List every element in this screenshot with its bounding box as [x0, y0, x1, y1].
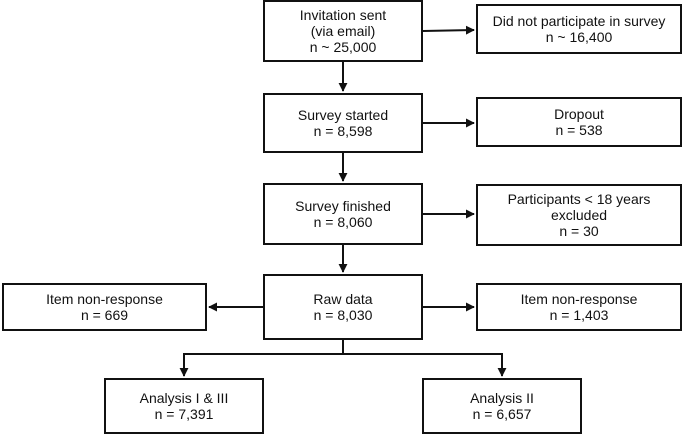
node-line: n = 8,598	[313, 123, 373, 139]
node-line: n = 8,060	[313, 214, 373, 230]
arrow-invitation-to-not-participate	[422, 25, 475, 35]
node-line: Analysis I & III	[139, 390, 229, 406]
node-item-nonresponse-left: Item non-response n = 669	[2, 283, 207, 331]
node-line: Item non-response	[520, 291, 638, 307]
node-line: n = 8,030	[313, 307, 373, 323]
node-line: n = 538	[555, 122, 603, 138]
node-invitation-sent: Invitation sent (via email) n ~ 25,000	[263, 0, 423, 62]
node-line: n ~ 25,000	[309, 39, 377, 55]
node-raw-data: Raw data n = 8,030	[263, 274, 423, 340]
node-participants-under-18: Participants < 18 years excluded n = 30	[476, 184, 682, 246]
node-line: Survey finished	[295, 198, 391, 214]
node-survey-finished: Survey finished n = 8,060	[263, 183, 423, 245]
node-dropout: Dropout n = 538	[476, 97, 682, 147]
node-survey-started: Survey started n = 8,598	[263, 93, 423, 153]
node-line: n = 30	[559, 223, 599, 239]
node-line: n ~ 16,400	[545, 29, 613, 45]
node-line: Survey started	[297, 107, 389, 123]
node-line: (via email)	[310, 23, 376, 39]
node-line: Did not participate in survey	[492, 13, 666, 29]
node-analysis-2: Analysis II n = 6,657	[422, 378, 582, 434]
node-did-not-participate: Did not participate in survey n ~ 16,400	[476, 4, 682, 54]
node-line: Raw data	[313, 291, 373, 307]
node-item-nonresponse-right: Item non-response n = 1,403	[476, 283, 682, 331]
node-line: Invitation sent	[299, 7, 387, 23]
node-line: Item non-response	[46, 291, 163, 307]
node-analysis-1-3: Analysis I & III n = 7,391	[104, 378, 264, 434]
node-line: n = 6,657	[472, 406, 532, 422]
node-line: n = 1,403	[549, 307, 609, 323]
node-line: Analysis II	[470, 390, 534, 406]
node-line: Dropout	[554, 106, 604, 122]
node-line: n = 7,391	[154, 406, 214, 422]
node-line: excluded	[550, 207, 608, 223]
node-line: n = 669	[80, 307, 129, 323]
node-line: Participants < 18 years	[507, 191, 651, 207]
